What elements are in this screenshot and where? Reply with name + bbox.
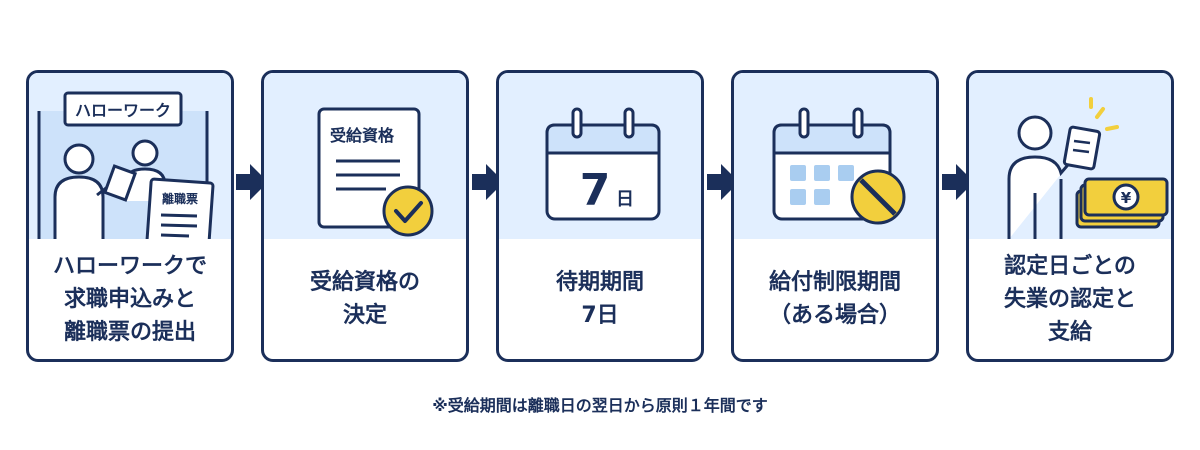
- arrow-right-icon: [236, 164, 268, 200]
- step-label: 給付制限期間 （ある場合）: [768, 270, 901, 328]
- step-card-job-application: ハローワーク 離職票 ハローワークで 求職申込みと 離職票の提出: [26, 70, 234, 362]
- document-title: 離職票: [162, 191, 198, 206]
- step-illustration: ハローワーク 離職票: [29, 73, 231, 239]
- yen-symbol: ¥: [1121, 189, 1132, 207]
- step-illustration: 7 日: [499, 73, 701, 239]
- office-sign: [63, 91, 183, 127]
- person-cash-icon: ¥: [1007, 97, 1169, 239]
- document-title: 受給資格: [330, 126, 395, 145]
- footnote: ※受給期間は離職日の翌日から原則１年間です: [432, 396, 768, 415]
- step-label: 受給資格の 決定: [309, 270, 420, 328]
- calendar-number: 7: [580, 165, 611, 216]
- step-card-waiting-period: 7 日 待期期間 7日: [496, 70, 704, 362]
- step-illustration: ¥: [969, 73, 1171, 239]
- arrow-right-icon: [942, 164, 974, 200]
- step-card-benefit-restriction: 給付制限期間 （ある場合）: [731, 70, 939, 362]
- check-badge-icon: [382, 185, 434, 237]
- office-sign-text: ハローワーク: [75, 101, 171, 120]
- arrow-right-icon: [472, 164, 504, 200]
- calendar-icon: 7 日: [545, 107, 661, 221]
- calendar-restricted-icon: [772, 107, 906, 225]
- certified-document-icon: 受給資格: [317, 107, 434, 237]
- step-label: ハローワークで 求職申込みと 離職票の提出: [52, 253, 207, 345]
- step-label: 認定日ごとの 失業の認定と 支給: [1003, 253, 1136, 345]
- step-card-eligibility-decision: 受給資格 受給資格の 決定: [261, 70, 469, 362]
- calendar-unit: 日: [616, 189, 634, 210]
- step-illustration: [734, 73, 936, 239]
- hello-work-office-icon: ハローワーク 離職票: [37, 91, 215, 239]
- separation-slip-document: [145, 177, 215, 239]
- step-illustration: 受給資格: [264, 73, 466, 239]
- step-card-certification-payment: ¥ 認定日ごとの 失業の認定と 支給: [966, 70, 1174, 362]
- arrow-right-icon: [707, 164, 739, 200]
- step-label: 待期期間 7日: [555, 270, 644, 328]
